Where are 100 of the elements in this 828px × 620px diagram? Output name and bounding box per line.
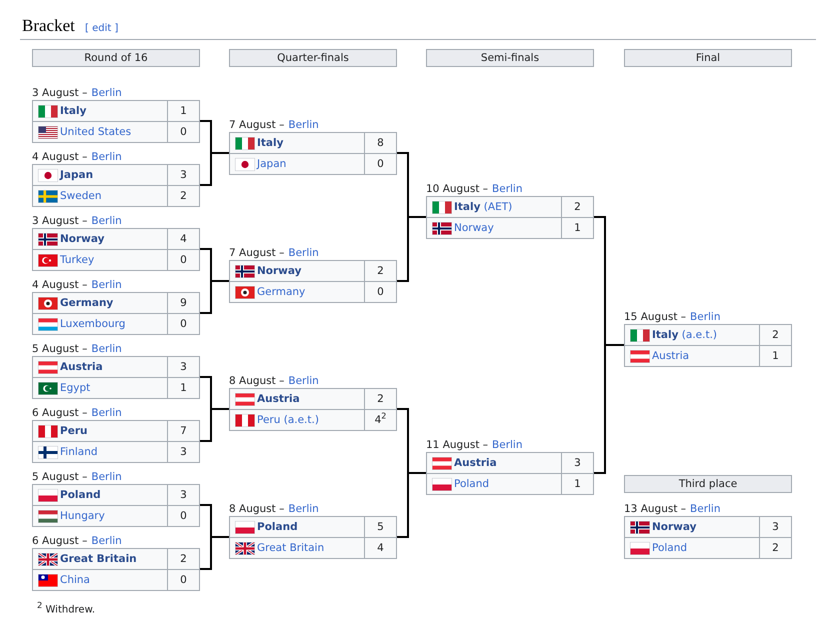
team-name: Italy (257, 136, 284, 151)
bracket-line (397, 216, 426, 282)
round-header: Third place (624, 475, 792, 493)
score: 2 (167, 186, 199, 206)
team-name: Italy (AET) (454, 200, 512, 215)
team-name: Poland (454, 477, 490, 492)
venue-link: Berlin (492, 183, 523, 195)
team-name: Austria (652, 349, 690, 364)
team-name: Austria (454, 456, 497, 471)
score: 4$^{2}$ (364, 410, 396, 430)
team-name: Austria (60, 360, 103, 375)
score: 3 (167, 485, 199, 505)
section-heading: Bracket (22, 16, 75, 36)
match-date: 8 August – (229, 375, 284, 387)
venue-link: Berlin (288, 375, 319, 387)
team-name: Poland (652, 541, 688, 556)
team-name: Egypt (60, 381, 90, 396)
team-name: United States (60, 125, 132, 140)
bracket-line (397, 472, 426, 538)
round-header: Round of 16 (32, 49, 200, 67)
team-name: Hungary (60, 509, 105, 524)
venue-link: Berlin (91, 407, 122, 419)
match-date: 6 August – (32, 535, 88, 547)
match-date: 5 August – (32, 471, 88, 483)
venue-link: Berlin (91, 215, 122, 227)
score: 4 (364, 538, 396, 558)
match-date: 15 August – (624, 311, 686, 323)
score: 1 (561, 474, 593, 494)
team-name: Finland (60, 445, 98, 460)
score: 1 (561, 218, 593, 238)
venue-link: Berlin (91, 279, 122, 291)
round-header: Final (624, 49, 792, 67)
score: 1 (167, 101, 199, 121)
score: 9 (167, 293, 199, 313)
team-name: Norway (60, 232, 104, 247)
score: 3 (167, 165, 199, 185)
bracket-line (200, 536, 229, 570)
venue-link: Berlin (288, 503, 319, 515)
score: 8 (364, 133, 396, 153)
round-header: Semi-finals (426, 49, 594, 67)
score: 2 (561, 197, 593, 217)
score: 0 (167, 314, 199, 334)
score: 3 (167, 357, 199, 377)
bracket-line (200, 280, 229, 314)
score: 2 (364, 261, 396, 281)
score: 0 (167, 122, 199, 142)
bracket-line (200, 152, 229, 186)
venue-link: Berlin (91, 87, 122, 99)
team-name: Norway (454, 221, 494, 236)
score: 3 (759, 517, 791, 537)
venue-link: Berlin (690, 503, 721, 515)
team-name: Italy (60, 104, 86, 119)
team-name: Germany (257, 285, 306, 300)
venue-link: Berlin (91, 343, 122, 355)
venue-link: Berlin (91, 471, 122, 483)
match-date: 7 August – (229, 247, 284, 259)
score: 2 (167, 549, 199, 569)
round-header: Quarter-finals (229, 49, 397, 67)
team-name: Norway (257, 264, 302, 279)
match-date: 3 August – (32, 215, 88, 227)
venue-link: Berlin (288, 119, 319, 131)
score: 7 (167, 421, 199, 441)
team-name: Turkey (60, 253, 94, 268)
venue-link: Berlin (492, 439, 523, 451)
team-name: Sweden (60, 189, 102, 204)
score: 0 (364, 282, 396, 302)
score: 0 (167, 506, 199, 526)
edit-link: [ edit ] (85, 22, 118, 36)
match-date: 11 August – (426, 439, 488, 451)
score: 3 (167, 442, 199, 462)
team-name: Poland (60, 488, 101, 503)
team-name: China (60, 573, 90, 588)
team-name: Peru (a.e.t.) (257, 413, 319, 428)
team-name: Great Britain (257, 541, 324, 556)
team-name: Norway (652, 520, 696, 535)
team-name: Peru (60, 424, 88, 439)
score: 3 (561, 453, 593, 473)
team-name: Italy (a.e.t.) (652, 328, 718, 343)
bracket-line (200, 408, 229, 442)
footnote: $^{2}$ Withdrew. (37, 599, 96, 618)
match-date: 10 August – (426, 183, 488, 195)
match-date: 4 August – (32, 279, 88, 291)
score: 5 (364, 517, 396, 537)
score: 2 (364, 389, 396, 409)
team-name: Luxembourg (60, 317, 126, 332)
match-date: 4 August – (32, 151, 88, 163)
match-date: 7 August – (229, 119, 284, 131)
team-name: Great Britain (60, 552, 137, 567)
venue-link: Berlin (91, 151, 122, 163)
match-date: 8 August – (229, 503, 284, 515)
team-name: Austria (257, 392, 300, 407)
score: 1 (167, 378, 199, 398)
match-date: 13 August – (624, 503, 686, 515)
team-name: Japan (257, 157, 286, 172)
score: 4 (167, 229, 199, 249)
venue-link: Berlin (690, 311, 721, 323)
venue-link: Berlin (288, 247, 319, 259)
score: 1 (759, 346, 791, 366)
match-date: 3 August – (32, 87, 88, 99)
score: 2 (759, 325, 791, 345)
